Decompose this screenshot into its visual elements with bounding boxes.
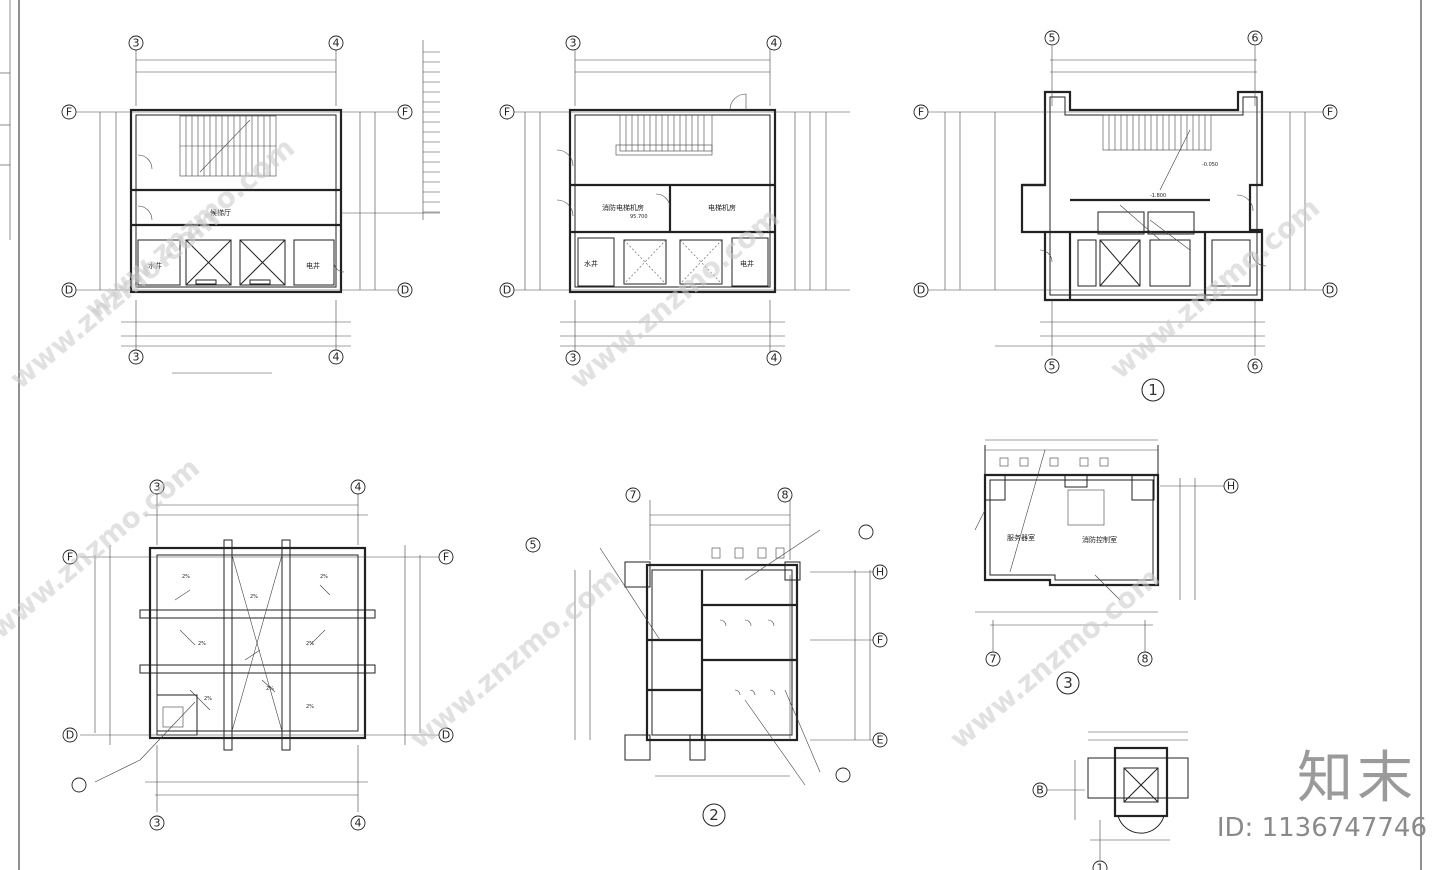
axis-label-6: 6 [1252,360,1259,373]
axis-label-F: F [504,106,510,119]
detail-number-2: 2 [709,806,719,824]
room-label-elevator-machine-room: 电梯机房 [708,203,736,212]
room-label-electric-shaft: 电井 [740,259,754,268]
elevation-label: -0.050 [1202,162,1218,168]
resource-id-label: ID: 1136747746 [1216,813,1427,843]
axis-label-F: F [1327,106,1333,119]
watermark: www.znzmo.com [943,561,1166,755]
slope-label: 2% [266,686,274,692]
room-label-water-shaft: 水井 [584,259,598,268]
roof-plan: 2% 2% 2% 2% 2% 2% 2% 2% [62,479,454,831]
axis-label-8: 8 [782,489,789,502]
stair-elevator-plan-1: 候梯厅 水井 电井 3 4 3 4 F D F D [61,35,440,374]
axis-label-D: D [442,729,450,742]
axis-label-4: 4 [771,37,778,50]
small-plan-detail: B 1 [1032,731,1189,870]
axis-label-D: D [917,284,925,297]
slope-label: 2% [320,574,328,580]
axis-label-3: 3 [133,351,140,364]
axis-label-4: 4 [333,37,340,50]
room-label-water-shaft: 水井 [148,261,162,270]
axis-label-1: 1 [1097,862,1104,870]
stair-elevator-plan-detail-1: -0.050 -1.800 5 6 5 6 F D F D 1 [913,30,1338,402]
watermark-layer: www.znzmo.com www.znzmo.com www.znzmo.co… [0,131,1326,755]
watermark: www.znzmo.com [403,561,626,755]
detail-number-1: 1 [1148,381,1158,399]
axis-label-H: H [1227,480,1235,493]
detail-number-3: 3 [1063,674,1073,692]
axis-label-4: 4 [771,352,778,365]
slope-label: 2% [198,641,206,647]
brand-logo-text: 知末 [1297,746,1417,811]
axis-label-3: 3 [570,37,577,50]
axis-label-4: 4 [333,351,340,364]
room-label-server: 服务器室 [1007,533,1035,542]
axis-label-D: D [66,729,74,742]
axis-label-F: F [66,106,72,119]
control-room-plan-detail-3: 服务器室 消防控制室 H 7 8 3 [974,439,1239,695]
slope-label: 2% [204,696,212,702]
axis-label-F: F [918,106,924,119]
axis-label-5: 5 [1049,360,1056,373]
axis-label-F: F [67,551,73,564]
slope-label: 2% [250,594,258,600]
axis-label-4: 4 [355,481,362,494]
watermark: www.znzmo.com [563,201,786,395]
axis-label-7: 7 [630,489,637,502]
watermark: www.znzmo.com [78,131,301,325]
axis-label-D: D [65,284,73,297]
axis-label-D: D [503,284,511,297]
axis-label-6: 6 [1252,32,1259,45]
axis-label-E: E [877,734,884,747]
slope-label: 2% [306,704,314,710]
room-label-electric-shaft: 电井 [306,261,320,270]
axis-label-D: D [401,284,409,297]
axis-label-F: F [402,106,408,119]
room-label-fire-elevator-machine-room: 消防电梯机房 [602,203,644,212]
stair-elevator-plan-2: 消防电梯机房 电梯机房 水井 电井 95.700 3 4 3 4 F D [499,35,850,366]
axis-label-B: B [1036,784,1044,797]
watermark: www.znzmo.com [1103,191,1326,385]
elevation-label: 95.700 [630,214,648,220]
axis-label-3: 3 [154,481,161,494]
axis-label-F: F [443,551,449,564]
axis-label-3: 3 [570,352,577,365]
axis-label-H: H [876,566,884,579]
room-label-fire-control: 消防控制室 [1082,535,1117,544]
axis-label-3: 3 [133,37,140,50]
toilet-plan-detail-2: 7 8 H F E 5 2 [525,487,888,827]
axis-label-D: D [1326,284,1334,297]
slope-label: 2% [182,574,190,580]
slope-label: 2% [306,641,314,647]
room-label-hall: 候梯厅 [210,208,231,217]
axis-label-8: 8 [1142,653,1149,666]
axis-label-5: 5 [1049,32,1056,45]
axis-label-7: 7 [990,653,997,666]
axis-label-3: 3 [154,817,161,830]
elevation-label: -1.800 [1150,193,1166,199]
axis-label-F: F [877,634,883,647]
axis-label-5: 5 [530,539,537,552]
axis-label-4: 4 [355,817,362,830]
